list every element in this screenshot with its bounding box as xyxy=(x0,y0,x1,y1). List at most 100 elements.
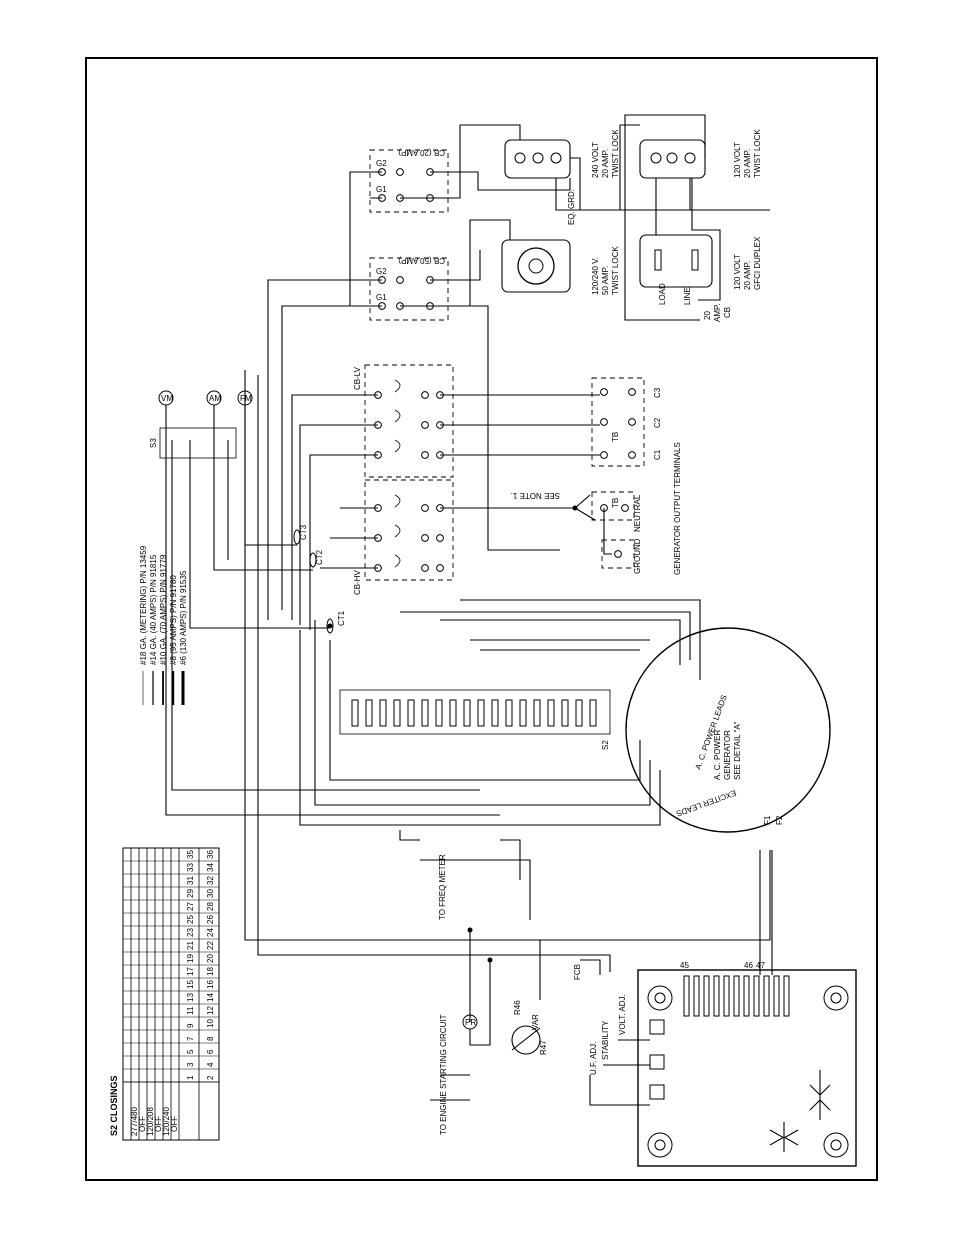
s2-pin xyxy=(547,699,555,727)
s2-terminal-strip: S2 xyxy=(339,689,611,750)
s2-pin xyxy=(407,699,415,727)
tb-label: TB xyxy=(611,432,620,442)
vm-label: VM xyxy=(161,394,173,403)
table-col-bottom: 8 xyxy=(206,1036,215,1041)
r120240-line: 120/240 V. xyxy=(591,257,600,295)
table-col-top: 3 xyxy=(186,1062,195,1067)
table-col-bottom: 34 xyxy=(206,863,215,872)
s2-pin xyxy=(463,699,471,727)
cb20-label: CB (20 AMP) xyxy=(398,148,445,157)
table-col-bottom: 36 xyxy=(206,850,215,859)
table-col-top: 5 xyxy=(186,1049,195,1054)
table-col-top: 27 xyxy=(186,902,195,911)
table-col-bottom: 28 xyxy=(206,902,215,911)
r240-line: 240 VOLT xyxy=(591,142,600,178)
mode-label: OFF xyxy=(170,1116,179,1132)
mode-label: 120/240 xyxy=(162,1107,171,1136)
table-col-bottom: 30 xyxy=(206,889,215,898)
table-col-top: 25 xyxy=(186,915,195,924)
f1-label: F1 xyxy=(763,815,772,825)
r240-line: 20 AMP. xyxy=(601,149,610,178)
ac-generator: A. C. POWER GENERATOR SEE DETAIL "A" A. … xyxy=(625,627,831,833)
gfci-line: GFCI DUPLEX xyxy=(753,236,762,290)
table-col-top: 1 xyxy=(186,1075,195,1080)
load-label: LOAD xyxy=(658,283,667,305)
table-col-bottom: 20 xyxy=(206,954,215,963)
uf-adj-label: U.F. ADJ. xyxy=(589,1042,598,1075)
c1-label: C1 xyxy=(653,449,662,460)
r120-line: 120 VOLT xyxy=(733,142,742,178)
receptacle-120v: 120 VOLT 20 AMP. TWIST LOCK xyxy=(639,129,762,179)
junction-dots xyxy=(327,505,578,963)
table-col-top: 13 xyxy=(186,993,195,1002)
table-col-top: 19 xyxy=(186,954,195,963)
s2-pin xyxy=(449,699,457,727)
table-col-top: 17 xyxy=(186,967,195,976)
c3-label: C3 xyxy=(653,387,662,398)
table-title: S2 CLOSINGS xyxy=(109,1075,119,1136)
table-col-bottom: 18 xyxy=(206,967,215,976)
receptacle-240v: 240 VOLT 20 AMP. TWIST LOCK xyxy=(504,129,620,179)
table-col-bottom: 32 xyxy=(206,876,215,885)
cb-hv-label: CB-HV xyxy=(353,569,362,595)
wire-gauge-legend: #18 GA. (METERING) P/N 13459 #14 GA. (40… xyxy=(139,545,188,705)
s2-pin xyxy=(393,699,401,727)
tb-label: TB xyxy=(611,498,620,508)
wire-47-label: 47 xyxy=(756,961,765,970)
generator-line: GENERATOR xyxy=(723,730,732,780)
table-col-bottom: 12 xyxy=(206,1006,215,1015)
legend-item: #14 GA. (40 AMPS) P/N 91815 xyxy=(149,554,158,665)
table-col-top: 23 xyxy=(186,928,195,937)
exciter-leads-label: EXCITER LEADS xyxy=(675,788,737,818)
s2-pin xyxy=(477,699,485,727)
output-terminals: C3 C2 C1 TB TB NEUTRAL GROUND GENERATOR … xyxy=(511,377,682,575)
g1-label: G1 xyxy=(376,185,387,194)
wiring-lines xyxy=(165,114,773,1106)
s2-pin xyxy=(421,699,429,727)
cb-small-line: 20 xyxy=(703,311,712,320)
mode-label: OFF xyxy=(154,1116,163,1132)
r240-line: TWIST LOCK xyxy=(611,129,620,178)
table-col-bottom: 22 xyxy=(206,941,215,950)
s2-pin xyxy=(435,699,443,727)
regulator-pin xyxy=(723,975,730,1017)
fm-label: FM xyxy=(240,394,252,403)
r120240-line: TWIST LOCK xyxy=(611,246,620,295)
regulator-pin xyxy=(703,975,710,1017)
meters: VM AM FM S3 xyxy=(149,390,253,459)
table-col-top: 35 xyxy=(186,850,195,859)
stability-label: STABILITY xyxy=(601,1020,610,1060)
table-col-top: 15 xyxy=(186,980,195,989)
s2-pin xyxy=(519,699,527,727)
regulator-pin xyxy=(683,975,690,1017)
to-freq-meter-label: TO FREQ METER xyxy=(438,854,447,920)
drawing-frame xyxy=(85,57,878,1181)
wire-46-label: 46 xyxy=(744,961,753,970)
fcb-label: FCB xyxy=(573,964,582,980)
cb50-label: CB (50 AMP) xyxy=(398,256,445,265)
regulator-pin xyxy=(783,975,790,1017)
table-col-top: 31 xyxy=(186,876,195,885)
cb-20-amp: CB (20 AMP) G2 G1 xyxy=(369,148,449,213)
line-label: LINE xyxy=(683,287,692,305)
ct3-label: CT3 xyxy=(299,524,308,540)
regulator-pin xyxy=(713,975,720,1017)
generator-line: A. C. POWER xyxy=(713,730,722,780)
table-col-top: 7 xyxy=(186,1036,195,1041)
g1-label: G1 xyxy=(376,293,387,302)
f2-label: F2 xyxy=(775,815,784,825)
eq-grd-label: EQ. GRD. xyxy=(567,189,576,225)
regulator-pin xyxy=(753,975,760,1017)
r120-line: 20 AMP. xyxy=(743,149,752,178)
ct2-label: CT2 xyxy=(315,549,324,565)
table-col-bottom: 10 xyxy=(206,1019,215,1028)
legend-item: #18 GA. (METERING) P/N 13459 xyxy=(139,545,148,665)
table-col-bottom: 16 xyxy=(206,980,215,989)
table-col-top: 9 xyxy=(186,1023,195,1028)
s2-label: S2 xyxy=(601,740,610,750)
s2-pin xyxy=(491,699,499,727)
volt-adj-label: VOLT. ADJ. xyxy=(618,994,627,1035)
gfci-line: 120 VOLT xyxy=(733,254,742,290)
pr-label: PR xyxy=(465,1018,476,1027)
